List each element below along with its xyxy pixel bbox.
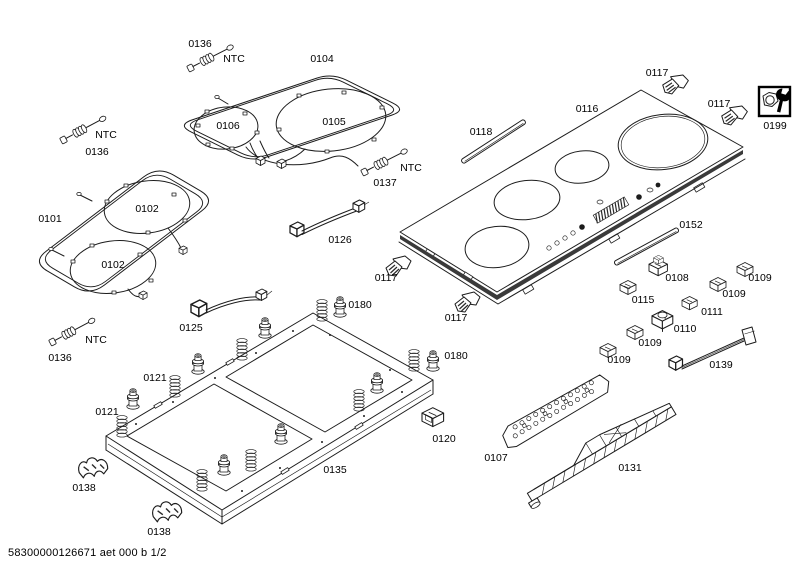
label-0102: 0102: [135, 203, 159, 215]
label-0139: 0139: [709, 359, 733, 371]
label-0109: 0109: [638, 337, 662, 349]
label-0115: 0115: [632, 294, 655, 306]
label-0118: 0118: [470, 126, 493, 138]
label-0121: 0121: [95, 406, 119, 418]
label-0110: 0110: [674, 323, 697, 335]
label-0117: 0117: [445, 312, 468, 324]
part-0117-clip: [454, 291, 481, 313]
part-0125-harness: [190, 288, 273, 318]
part-0139-ribbon-cable: [668, 326, 757, 371]
label-0126: 0126: [328, 234, 352, 246]
part-0118-trim-strip: [461, 119, 526, 164]
label-0109: 0109: [722, 288, 746, 300]
label-0104: 0104: [310, 53, 334, 65]
label-0111: 0111: [701, 306, 723, 318]
part-0180-spring-bolt: [408, 349, 440, 372]
label-0138: 0138: [72, 482, 96, 494]
label-0136: 0136: [48, 352, 72, 364]
label-0135: 0135: [323, 464, 347, 476]
part-0138-clip: [76, 455, 110, 480]
label-0199: 0199: [763, 120, 787, 132]
label-0131: 0131: [618, 462, 642, 474]
label-0180: 0180: [444, 350, 468, 362]
display-window: [592, 196, 630, 224]
label-0136: 0136: [85, 146, 109, 158]
part-0111-block: [681, 296, 698, 311]
label-0117: 0117: [646, 67, 669, 79]
part-0120-block: [421, 407, 445, 428]
part-0101-coil-carrier: [38, 170, 210, 300]
part-0138-clip: [150, 499, 184, 524]
part-0126-harness: [289, 199, 370, 238]
part-0131-support-rail: [526, 402, 677, 509]
label-0116: 0116: [576, 103, 599, 115]
label-0109: 0109: [748, 272, 772, 284]
part-0115-block: [619, 280, 637, 295]
part-0107-control-board: [502, 374, 610, 449]
label-0180: 0180: [348, 299, 372, 311]
part-0110-block: [651, 310, 674, 332]
label-0106: 0106: [216, 120, 240, 132]
wrench-and-nut-icon: [762, 88, 791, 113]
label-ntc: NTC: [85, 334, 107, 346]
document-code: 58300000126671 aet 000 b 1/2: [8, 547, 167, 559]
label-0137: 0137: [373, 177, 397, 189]
part-0180-spring-bolt: [316, 296, 347, 322]
label-ntc: NTC: [95, 129, 117, 141]
label-0102: 0102: [101, 259, 125, 271]
label-0120: 0120: [432, 433, 456, 445]
label-ntc: NTC: [400, 162, 422, 174]
label-0117: 0117: [375, 272, 398, 284]
label-0136: 0136: [188, 38, 212, 50]
part-labels: 0136 NTC 0104 0106 0105 NTC 0136 0101 01…: [38, 38, 787, 538]
label-0138: 0138: [147, 526, 171, 538]
label-0125: 0125: [179, 322, 203, 334]
service-icon-box: [757, 85, 792, 118]
part-0104-coil-carrier: [183, 75, 401, 169]
label-0121: 0121: [143, 372, 167, 384]
label-0107: 0107: [484, 452, 508, 464]
label-0117: 0117: [708, 98, 731, 110]
part-0135-base-frame: [105, 312, 434, 525]
label-0152: 0152: [679, 219, 703, 231]
label-0109: 0109: [607, 354, 631, 366]
label-0101: 0101: [38, 213, 62, 225]
label-0108: 0108: [665, 272, 689, 284]
part-0152-trim-strip: [614, 227, 679, 266]
part-0116-glass-cooktop: [398, 89, 746, 305]
label-ntc: NTC: [223, 53, 245, 65]
label-0105: 0105: [322, 116, 346, 128]
